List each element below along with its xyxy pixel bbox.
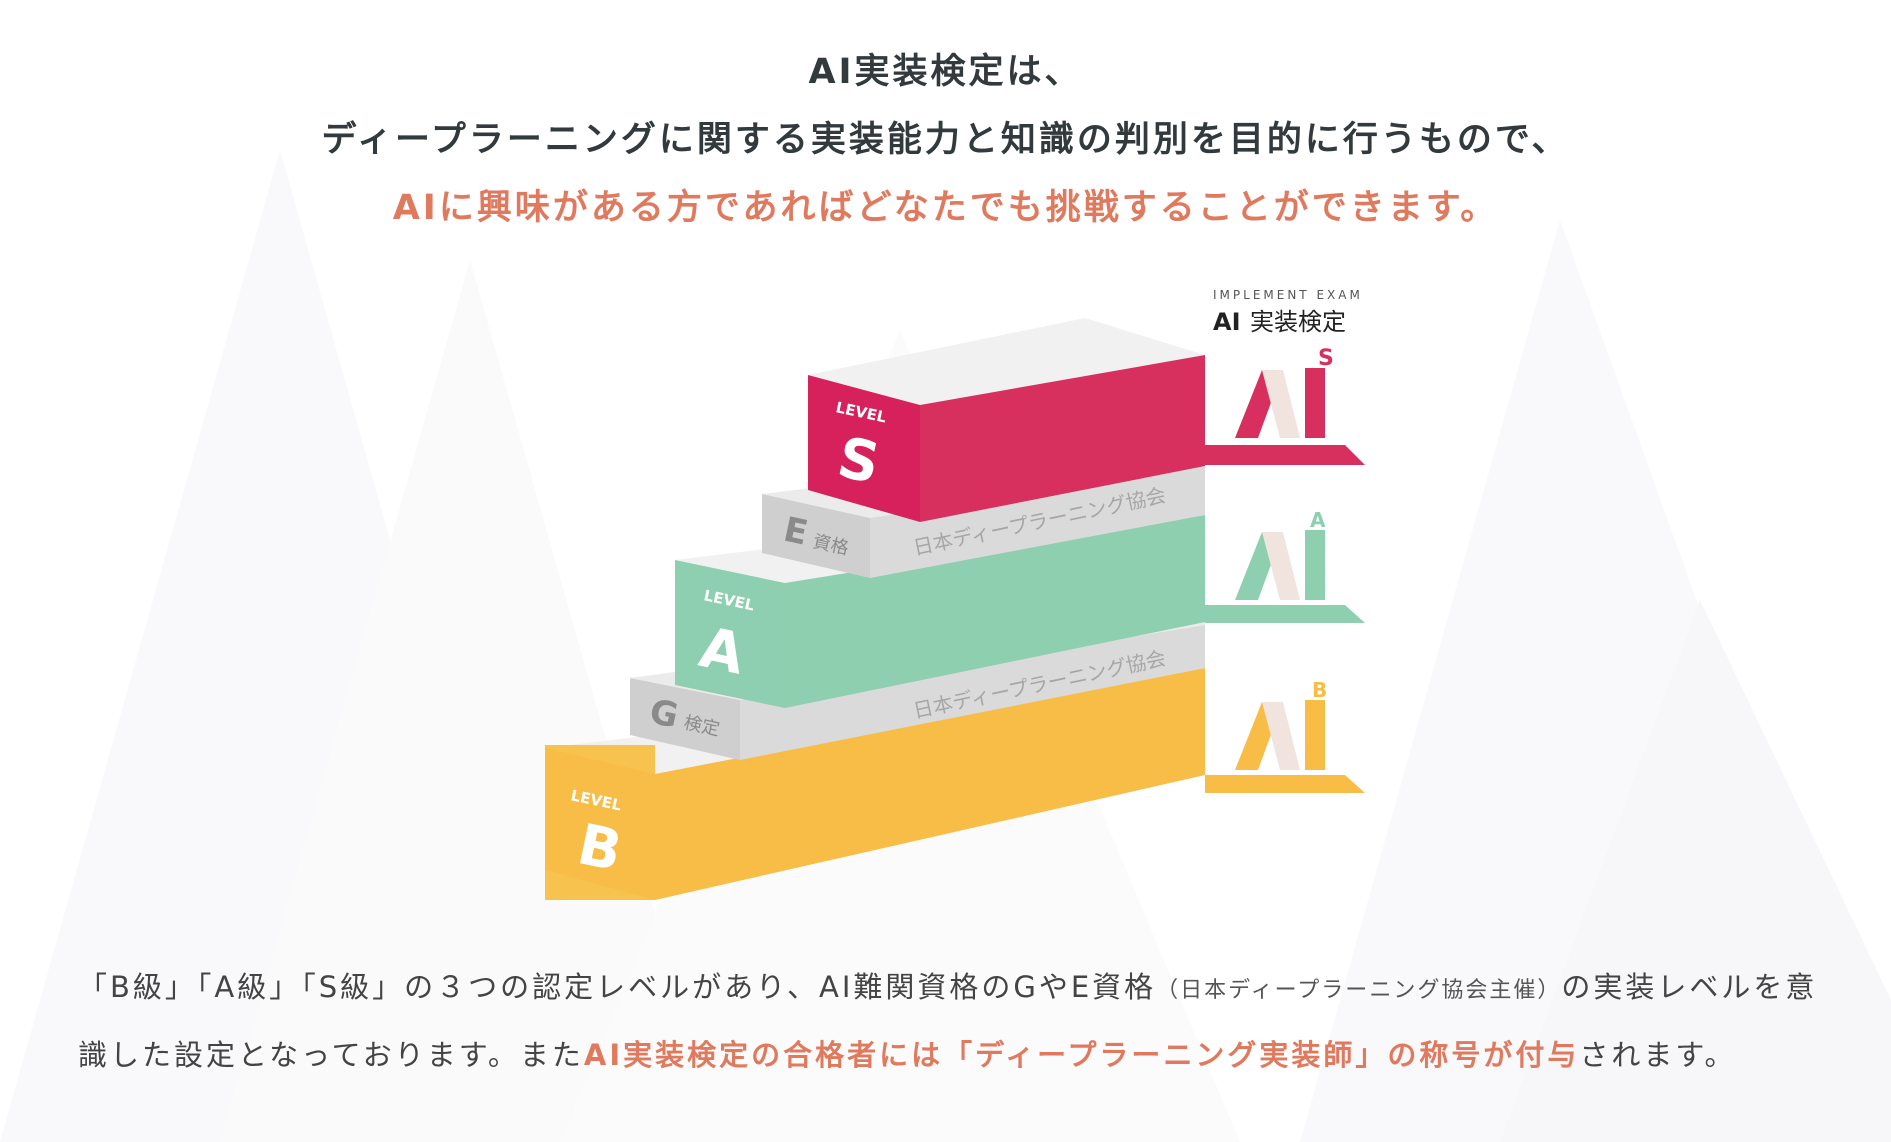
logo-s: S (1205, 346, 1365, 465)
brand-title: 実装検定 (1250, 308, 1346, 336)
logo-a-badge: A (1310, 508, 1326, 532)
description-highlight: AI実装検定の合格者には「ディープラーニング実装師」の称号が付与 (583, 1038, 1580, 1072)
level-a-side (785, 515, 1205, 708)
brand-title-prefix: AI (1213, 308, 1241, 336)
logo-b-badge: B (1312, 678, 1327, 702)
logo-a: A (1205, 508, 1365, 623)
description-part-4: されます。 (1579, 1038, 1737, 1072)
level-s-front (808, 375, 920, 522)
level-b-block: LEVEL B (545, 668, 1205, 900)
intro-line-1: AI実装検定は、 (808, 52, 1083, 92)
description-part-1: 「B級」「A級」「S級」の３つの認定レベルがあり、AI難関資格のGやE資格 (78, 970, 1157, 1004)
level-s-side (920, 355, 1205, 522)
intro-line-3: AIに興味がある方であればどなたでも挑戦することができます。 (392, 188, 1499, 228)
level-s-block: LEVEL S (808, 318, 1205, 522)
description-part-3: の実装レベルを意識した設定となっております。また (78, 970, 1818, 1072)
intro-heading: AI実装検定は、 ディープラーニングに関する実装能力と知識の判別を目的に行うもの… (0, 38, 1891, 242)
logo-b: B (1205, 678, 1365, 793)
level-a-front (675, 560, 785, 708)
description: 「B級」「A級」「S級」の３つの認定レベルがあり、AI難関資格のGやE資格（日本… (78, 955, 1823, 1087)
logo-s-badge: S (1318, 346, 1334, 371)
level-b-side (655, 668, 1205, 900)
description-part-2: （日本ディープラーニング協会主催） (1156, 978, 1562, 1003)
brand-subtitle: IMPLEMENT EXAM (1213, 288, 1363, 302)
level-s-top (808, 318, 1205, 405)
intro-line-2: ディープラーニングに関する実装能力と知識の判別を目的に行うもので、 (321, 120, 1570, 160)
